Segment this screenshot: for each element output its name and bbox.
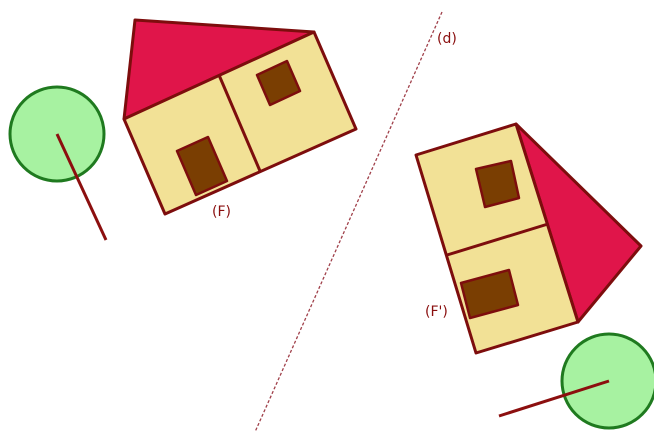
house-original (122, 18, 358, 216)
house-image-divider (446, 222, 549, 257)
image-label: (F') (425, 304, 448, 320)
house-image-window (474, 159, 521, 209)
tree-image-trunk (498, 379, 610, 418)
house-original-divider (217, 74, 262, 172)
tree-original-trunk (55, 133, 108, 241)
house-image (414, 122, 643, 355)
tree-image (498, 332, 654, 430)
figure-label: (F) (212, 204, 231, 220)
tree-original (8, 85, 108, 241)
house-image-door (459, 268, 520, 320)
house-original-door (175, 135, 229, 197)
symmetry-axis-line (254, 11, 443, 432)
axis-label: (d) (437, 31, 457, 47)
house-original-window (255, 59, 302, 107)
